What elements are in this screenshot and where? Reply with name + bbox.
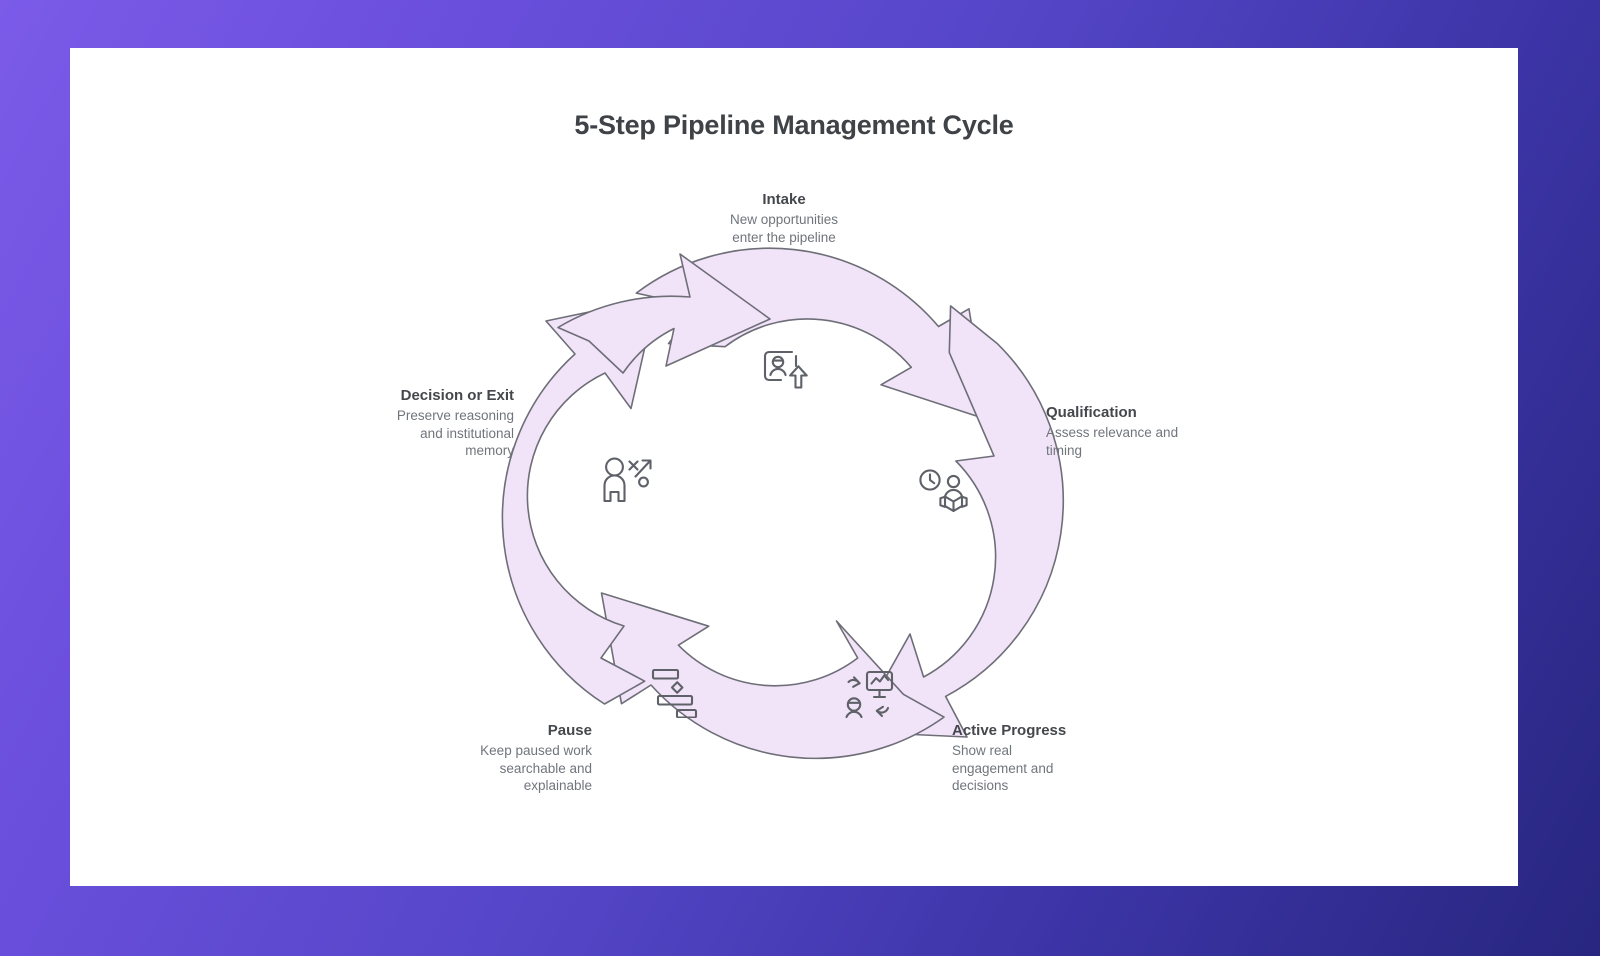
person-strategy-exit-icon bbox=[600, 452, 656, 508]
clock-person-box-icon bbox=[915, 465, 971, 521]
person-card-upload-icon bbox=[754, 339, 810, 395]
step-label-qualification: Qualification Assess relevance and timin… bbox=[1046, 404, 1246, 459]
cycle-segments bbox=[501, 247, 1064, 760]
step-title: Qualification bbox=[1046, 404, 1137, 421]
step-description: Preserve reasoning and institutional mem… bbox=[396, 407, 514, 459]
segment-pause[interactable] bbox=[501, 297, 657, 705]
step-label-intake: Intake New opportunities enter the pipel… bbox=[649, 191, 919, 246]
step-label-active-progress: Active Progress Show real engagement and… bbox=[952, 722, 1142, 795]
cycle-diagram: Intake New opportunities enter the pipel… bbox=[70, 48, 1518, 886]
content-card: 5-Step Pipeline Management Cycle bbox=[70, 48, 1518, 886]
step-label-decision-or-exit: Decision or Exit Preserve reasoning and … bbox=[370, 387, 514, 460]
step-label-pause: Pause Keep paused work searchable and ex… bbox=[432, 722, 592, 795]
step-description: Show real engagement and decisions bbox=[952, 742, 1054, 794]
step-description: Assess relevance and timing bbox=[1046, 424, 1179, 458]
step-title: Pause bbox=[547, 722, 592, 739]
step-description: New opportunities enter the pipeline bbox=[729, 211, 839, 245]
step-title: Active Progress bbox=[952, 722, 1067, 739]
gantt-milestone-icon bbox=[647, 662, 703, 718]
segment-qualification[interactable] bbox=[854, 305, 1064, 738]
step-description: Keep paused work searchable and explaina… bbox=[480, 742, 592, 794]
step-title: Intake bbox=[762, 191, 806, 208]
cycle-ring-svg bbox=[501, 247, 1064, 760]
presentation-chart-person-icon bbox=[840, 666, 896, 722]
step-title: Decision or Exit bbox=[400, 387, 514, 404]
page-title: 5-Step Pipeline Management Cycle bbox=[574, 110, 1014, 140]
segment-decision-or-exit[interactable] bbox=[557, 253, 771, 374]
